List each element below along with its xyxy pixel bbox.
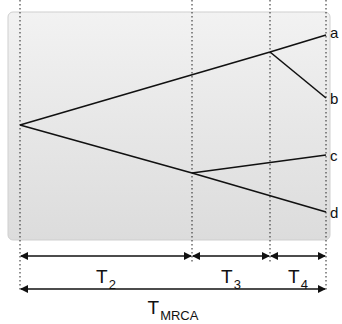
leaf-name: d: [330, 205, 338, 220]
time-symbol: T: [288, 267, 300, 286]
time-subscript: MRCA: [160, 309, 198, 322]
interval-arrows: [21, 256, 325, 289]
tree-branches: [20, 35, 326, 212]
time-symbol: T: [221, 267, 233, 286]
time-subscript: 3: [234, 278, 241, 291]
time-guides: [20, 0, 326, 292]
leaf-name: a: [330, 25, 338, 40]
leaf-name: b: [330, 91, 338, 106]
time-subscript: 4: [301, 278, 308, 291]
time-symbol: T: [96, 267, 108, 286]
time-subscript: 2: [109, 278, 116, 291]
time-symbol: T: [148, 298, 160, 317]
leaf-name: c: [330, 148, 338, 163]
population-panel: [8, 12, 330, 240]
